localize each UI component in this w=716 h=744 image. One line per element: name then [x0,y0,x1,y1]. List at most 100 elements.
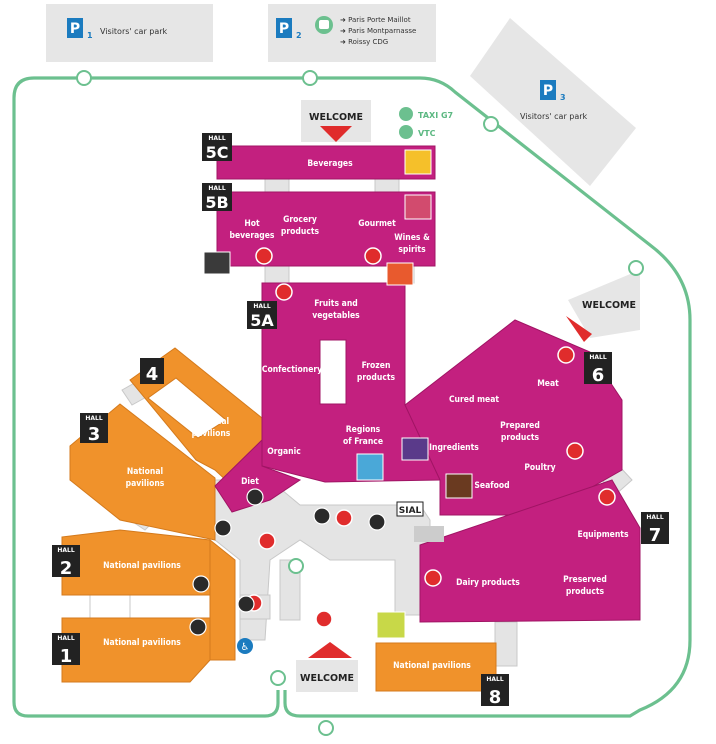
zone-nat4-2: pavilions [192,429,231,439]
zone-preserved-1: Preserved [563,575,607,585]
zone-seafood: Seafood [474,481,509,491]
info-icon [364,247,382,265]
svg-text:HALL: HALL [57,547,74,554]
partner-logo [203,251,231,275]
info-icon [275,283,293,301]
parking-p2[interactable]: P 2 ➜ Paris Porte Maillot ➜ Paris Montpa… [268,4,436,62]
info-icon [255,247,273,265]
zone-diet: Diet [241,477,259,487]
svg-text:1: 1 [60,646,73,667]
hall-1[interactable]: HALL 1 [52,633,80,667]
info-icon [557,346,575,364]
zone-fruits-1: Fruits and [314,299,357,309]
taxi-icon [399,107,413,121]
svg-text:2: 2 [60,558,73,579]
zone-grocery-2: products [281,227,320,237]
restaurant-icon [192,575,210,593]
partner-logo [356,453,384,481]
svg-text:SIAL: SIAL [399,506,422,516]
vtc-icon [399,125,413,139]
zone-organic: Organic [267,447,301,457]
zone-preserved-2: products [566,587,605,597]
restaurant-icon [313,507,331,525]
info-icon [566,442,584,460]
p2-route-1: ➜ Paris Porte Maillot [340,16,411,24]
zone-meat: Meat [537,379,559,389]
hall-5b[interactable]: HALL 5B [202,183,232,212]
parking-p3[interactable]: P 3 Visitors' car park [470,18,636,186]
zone-confectionery: Confectionery [262,365,322,375]
hall-8[interactable]: HALL 8 [481,674,509,708]
zone-labels: Beverages Hot beverages Grocery products… [103,159,629,671]
bus-stop-icon [483,116,499,132]
svg-text:5B: 5B [205,193,228,212]
parking-p1[interactable]: P 1 Visitors' car park [46,4,213,62]
magenta-halls [214,145,641,623]
zone-equipments: Equipments [577,530,628,540]
svg-text:HALL: HALL [57,635,74,642]
bus-stop-icon [302,70,318,86]
zone-grocery-1: Grocery [283,215,317,225]
svg-text:HALL: HALL [486,676,503,683]
welcome-top[interactable]: WELCOME [301,100,371,142]
hall-6[interactable]: HALL 6 [584,352,612,386]
p2-num: 2 [296,31,302,40]
hall-5c[interactable]: HALL 5C [202,133,232,162]
zone-frozen-2: products [357,373,396,383]
p3-label: Visitors' car park [520,112,588,121]
restaurant-icons[interactable] [189,488,386,636]
zone-beverages: Beverages [307,159,353,169]
hall-7[interactable]: HALL 7 [641,512,669,546]
p3-badge: P [543,83,553,99]
restaurant-icon [246,488,264,506]
info-icons[interactable] [245,247,616,628]
vtc-label: VTC [418,129,436,138]
partner-logo [404,149,432,175]
restaurant-icon [189,618,207,636]
zone-wines-1: Wines & [394,233,430,243]
restaurant-icon [237,595,255,613]
svg-text:HALL: HALL [85,415,102,422]
zone-regions-1: Regions [346,425,381,435]
svg-text:WELCOME: WELCOME [300,673,354,684]
svg-text:5C: 5C [206,143,229,162]
partner-logo [445,473,473,499]
bus-stop-icon [318,720,334,736]
p1-label: Visitors' car park [100,27,168,36]
svg-text:WELCOME: WELCOME [309,112,363,123]
bus-stop-icon [76,70,92,86]
zone-nat2: National pavilions [103,561,181,571]
p1-num: 1 [87,31,93,40]
bus-stop-icon [288,558,304,574]
hall-4[interactable]: 4 [140,358,164,385]
hall-3[interactable]: HALL 3 [80,413,108,445]
info-icon [598,488,616,506]
info-icon [335,509,353,527]
zone-dairy: Dairy products [456,578,520,588]
zone-nat3-2: pavilions [126,479,165,489]
svg-text:HALL: HALL [208,135,225,142]
svg-text:6: 6 [592,365,605,386]
info-icon [424,569,442,587]
svg-text:HALL: HALL [589,354,606,361]
zone-hot-beverages-1: Hot [244,219,260,229]
welcome-bottom[interactable]: WELCOME [296,642,358,692]
svg-text:HALL: HALL [646,514,663,521]
zone-gourmet: Gourmet [358,219,396,229]
hall-5a[interactable]: HALL 5A [247,301,277,330]
partner-logo [386,262,414,286]
svg-text:HALL: HALL [208,185,225,192]
hall-labels: HALL 5C HALL 5B HALL 5A 4 HALL 3 HALL 2 [52,133,669,708]
svg-text:♿: ♿ [241,642,250,653]
info-icon [315,610,333,628]
zone-ingredients: Ingredients [429,443,479,453]
welcome-right[interactable]: WELCOME [566,270,640,342]
partner-logo [401,437,429,461]
p2-route-3: ➜ Roissy CDG [340,38,388,46]
zone-prepared-1: Prepared [500,421,540,431]
zone-nat8: National pavilions [393,661,471,671]
svg-text:3: 3 [88,424,101,445]
hall-2[interactable]: HALL 2 [52,545,80,579]
zone-fruits-2: vegetables [312,311,360,321]
